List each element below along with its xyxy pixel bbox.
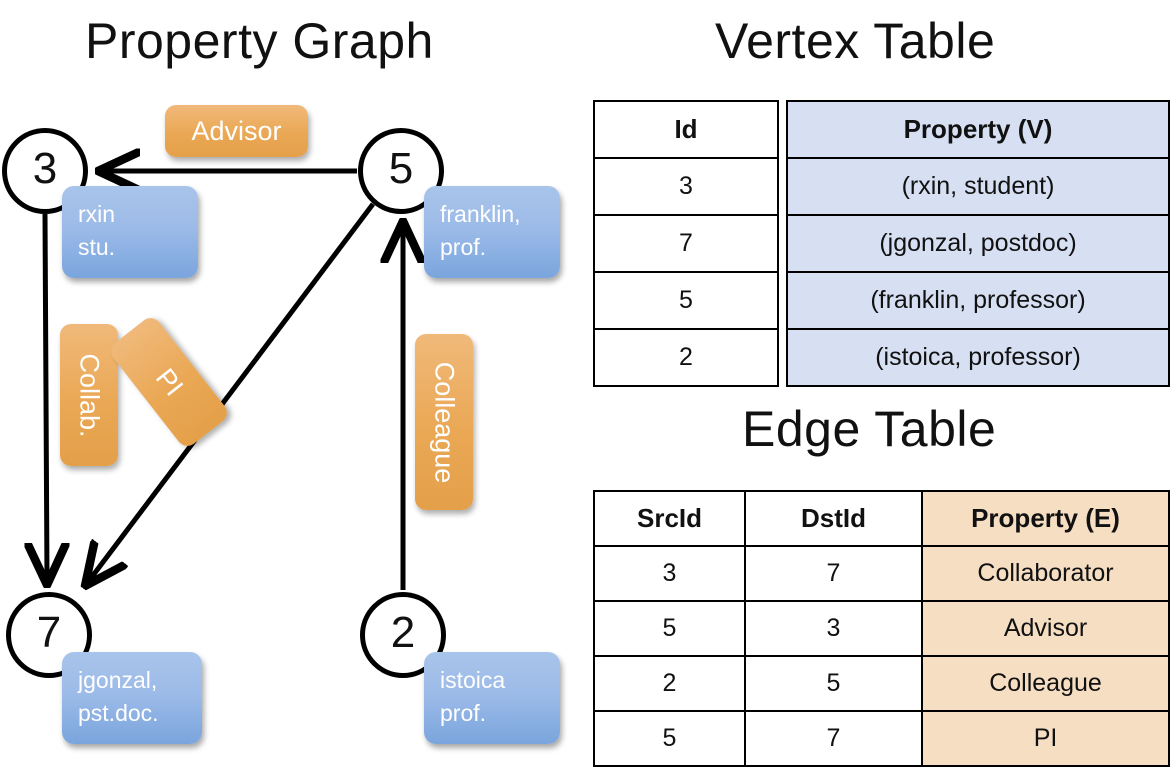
callout-line: jgonzal, <box>78 667 158 693</box>
cell-property: (istoica, professor) <box>786 328 1170 387</box>
page-title-property-graph: Property Graph <box>85 13 434 69</box>
callout-line: prof. <box>440 700 487 727</box>
table-header-row: Property (E) <box>921 490 1170 547</box>
callout-line: stu. <box>78 234 116 261</box>
vertex-property-callout-7: jgonzal, pst.doc. <box>62 652 202 744</box>
table-row[interactable]: (istoica, professor) <box>786 328 1170 387</box>
callout-line: pst.doc. <box>78 700 159 727</box>
column-header-srcid: SrcId <box>593 490 746 547</box>
graph-edge-arrows <box>0 0 580 760</box>
edge-label-text: PI <box>149 362 190 401</box>
cell-id: 2 <box>593 328 779 387</box>
table-row[interactable]: 2 <box>593 328 779 387</box>
column-header-id: Id <box>593 100 779 159</box>
edge-table-src-dst-columns: SrcId DstId 3 7 5 3 2 5 5 7 <box>593 490 923 767</box>
vertex-property-callout-5: franklin, prof. <box>424 186 560 278</box>
cell-id: 3 <box>593 157 779 216</box>
property-graph-diagram: 3 5 7 2 rxin stu. franklin, prof. jgonza… <box>0 0 580 760</box>
table-header-row: Id <box>593 100 779 159</box>
graph-node-label: 7 <box>36 608 62 657</box>
edge-label-text: Colleague <box>429 361 460 483</box>
callout-line: rxin <box>78 201 116 227</box>
table-row[interactable]: 5 7 <box>593 710 923 767</box>
graph-node-label: 3 <box>32 144 58 193</box>
table-row[interactable]: Collaborator <box>921 545 1170 602</box>
cell-srcid: 2 <box>593 655 746 712</box>
cell-srcid: 3 <box>593 545 746 602</box>
cell-property: PI <box>921 710 1170 767</box>
cell-property: Colleague <box>921 655 1170 712</box>
cell-srcid: 5 <box>593 600 746 657</box>
table-header-row: SrcId DstId <box>593 490 923 547</box>
table-row[interactable]: 2 5 <box>593 655 923 712</box>
graph-node-5[interactable]: 5 <box>358 128 444 214</box>
edge-arrow-3-to-7 <box>45 213 47 580</box>
table-row[interactable]: (franklin, professor) <box>786 271 1170 330</box>
edge-arrow-5-to-7 <box>88 202 375 582</box>
vertex-table-property-column: Property (V) (rxin, student) (jgonzal, p… <box>786 100 1170 387</box>
table-row[interactable]: PI <box>921 710 1170 767</box>
page-title-vertex-table: Vertex Table <box>715 13 996 69</box>
cell-id: 7 <box>593 214 779 273</box>
table-row[interactable]: 3 7 <box>593 545 923 602</box>
graph-node-2[interactable]: 2 <box>360 592 446 678</box>
vertex-property-callout-2: istoica prof. <box>424 652 560 744</box>
cell-dstid: 5 <box>744 655 923 712</box>
edge-label-text: Advisor <box>191 115 282 146</box>
table-header-row: Property (V) <box>786 100 1170 159</box>
callout-line: franklin, <box>440 201 521 227</box>
edge-label-text: Collab. <box>74 352 105 438</box>
table-row[interactable]: 7 <box>593 214 779 273</box>
cell-dstid: 3 <box>744 600 923 657</box>
cell-srcid: 5 <box>593 710 746 767</box>
vertex-table-id-column: Id 3 7 5 2 <box>593 100 779 387</box>
callout-line: prof. <box>440 234 487 261</box>
edge-label-colleague: Colleague <box>415 334 473 510</box>
cell-dstid: 7 <box>744 710 923 767</box>
column-header-property-v: Property (V) <box>786 100 1170 159</box>
table-row[interactable]: 5 3 <box>593 600 923 657</box>
vertex-property-callout-3: rxin stu. <box>62 186 198 278</box>
cell-property: (rxin, student) <box>786 157 1170 216</box>
edge-label-collab: Collab. <box>60 324 118 466</box>
column-header-property-e: Property (E) <box>921 490 1170 547</box>
table-row[interactable]: 3 <box>593 157 779 216</box>
callout-line: istoica <box>440 667 506 693</box>
graph-node-label: 2 <box>390 608 416 657</box>
table-row[interactable]: (jgonzal, postdoc) <box>786 214 1170 273</box>
table-row[interactable]: (rxin, student) <box>786 157 1170 216</box>
page-title-edge-table: Edge Table <box>742 401 997 457</box>
edge-label-advisor: Advisor <box>165 105 308 157</box>
column-header-dstid: DstId <box>744 490 923 547</box>
cell-property: Collaborator <box>921 545 1170 602</box>
cell-property: (franklin, professor) <box>786 271 1170 330</box>
table-row[interactable]: Advisor <box>921 600 1170 657</box>
edge-table-property-column: Property (E) Collaborator Advisor Collea… <box>921 490 1170 767</box>
graph-node-label: 5 <box>388 144 414 193</box>
table-row[interactable]: 5 <box>593 271 779 330</box>
table-row[interactable]: Colleague <box>921 655 1170 712</box>
cell-property: Advisor <box>921 600 1170 657</box>
cell-id: 5 <box>593 271 779 330</box>
cell-property: (jgonzal, postdoc) <box>786 214 1170 273</box>
cell-dstid: 7 <box>744 545 923 602</box>
